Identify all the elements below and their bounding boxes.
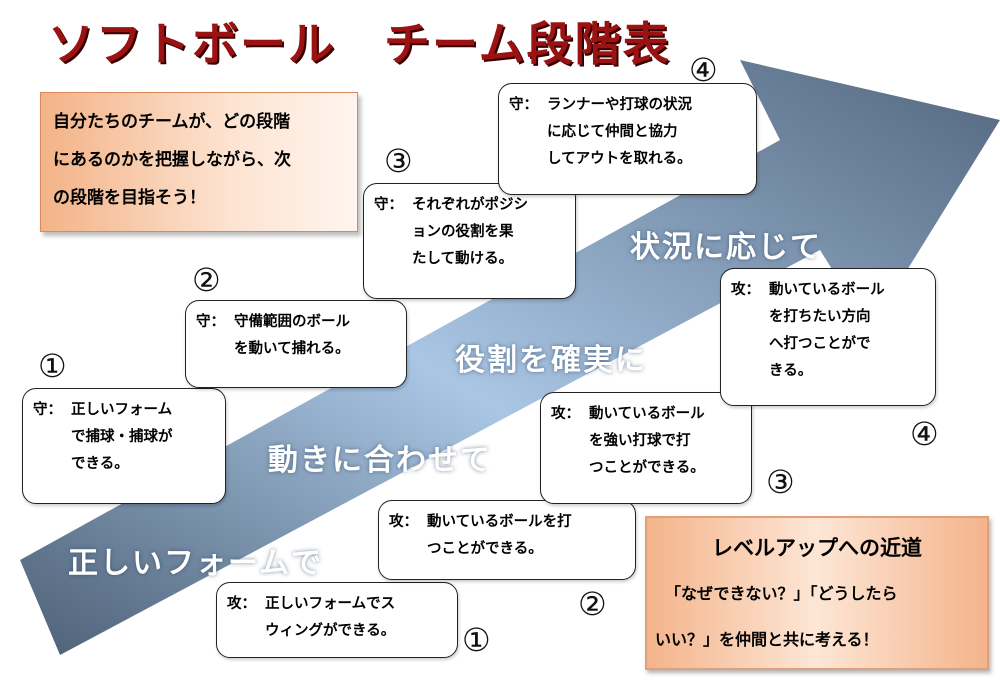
- step-number: ③: [766, 463, 795, 501]
- arrow-shape: [20, 60, 1000, 655]
- levelup-line: 「なぜできない？」「どうしたら: [665, 584, 898, 603]
- defense-card: 守： 正しいフォーム で捕球・捕球が できる。: [22, 388, 226, 504]
- step-number: ④: [910, 415, 939, 453]
- defense-card: 守： 守備範囲のボール を動いて捕れる。: [185, 300, 407, 388]
- card-tag: 攻：: [551, 406, 580, 422]
- step-number: ③: [384, 142, 413, 180]
- step-number: ④: [689, 51, 718, 89]
- card-tag: 守：: [33, 402, 62, 418]
- levelup-line: いい？」を仲間と共に考える！: [655, 630, 879, 649]
- step-number: ②: [192, 261, 221, 299]
- stage-label: 正しいフォームで: [68, 546, 324, 581]
- card-line: を動いて捕れる。: [234, 341, 350, 357]
- card-line: 動いているボール: [589, 406, 705, 422]
- defense-card: 守： それぞれがポジシ ョンの役割を果 たして動ける。: [363, 183, 576, 299]
- stage-label: 状況に応じて: [630, 230, 822, 265]
- card-line: ランナーや打球の状況: [547, 97, 692, 113]
- card-line: それぞれがポジシ: [412, 197, 528, 213]
- intro-box: 自分たちのチームが、どの段階 にあるのかを把握しながら、次 の段階を目指そう！: [40, 92, 358, 232]
- intro-line: 自分たちのチームが、どの段階: [53, 112, 291, 132]
- step-number: ①: [38, 347, 67, 385]
- card-line: へ打つことがで: [769, 336, 871, 352]
- card-line: 正しいフォーム: [71, 402, 173, 418]
- card-line: たして動ける。: [412, 251, 514, 267]
- stage-label: 動きに合わせて: [268, 443, 492, 478]
- page-title: ソフトボール チーム段階表: [48, 17, 671, 71]
- card-line: を打ちたい方向: [769, 309, 871, 325]
- card-line: で捕球・捕球が: [71, 429, 173, 445]
- card-tag: 守：: [196, 314, 225, 330]
- card-line: 正しいフォームでス: [265, 596, 396, 612]
- card-line: に応じて仲間と協力: [547, 124, 678, 140]
- defense-card: 守： ランナーや打球の状況 に応じて仲間と協力 してアウトを取れる。: [498, 83, 757, 195]
- card-tag: 守：: [374, 197, 403, 213]
- card-tag: 攻：: [731, 282, 760, 298]
- levelup-box: レベルアップへの近道 「なぜできない？」「どうしたら いい？」を仲間と共に考える…: [645, 516, 989, 670]
- card-line: 守備範囲のボール: [234, 314, 350, 330]
- offense-card: 攻： 動いているボールを打 つことができる。: [378, 500, 636, 580]
- card-line: つことができる。: [589, 460, 705, 476]
- card-line: 動いているボールを打: [427, 514, 572, 530]
- intro-line: の段階を目指そう！: [53, 188, 206, 208]
- intro-line: にあるのかを把握しながら、次: [53, 150, 291, 170]
- card-line: ョンの役割を果: [412, 224, 514, 240]
- card-line: つことができる。: [427, 541, 543, 557]
- step-number: ①: [462, 621, 491, 659]
- offense-card: 攻： 動いているボール を強い打球で打 つことができる。: [540, 392, 752, 504]
- card-line: を強い打球で打: [589, 433, 691, 449]
- card-line: ウィングができる。: [265, 623, 396, 639]
- card-tag: 攻：: [389, 514, 418, 530]
- card-tag: 攻：: [227, 596, 256, 612]
- stage-label: 役割を確実に: [455, 343, 647, 378]
- card-line: きる。: [769, 363, 813, 379]
- offense-card: 攻： 正しいフォームでス ウィングができる。: [216, 582, 458, 658]
- card-line: してアウトを取れる。: [547, 151, 692, 167]
- levelup-title: レベルアップへの近道: [712, 536, 922, 560]
- card-line: できる。: [71, 456, 129, 472]
- offense-card: 攻： 動いているボール を打ちたい方向 へ打つことがで きる。: [720, 268, 936, 406]
- card-tag: 守：: [509, 97, 538, 113]
- card-line: 動いているボール: [769, 282, 885, 298]
- step-number: ②: [578, 585, 607, 623]
